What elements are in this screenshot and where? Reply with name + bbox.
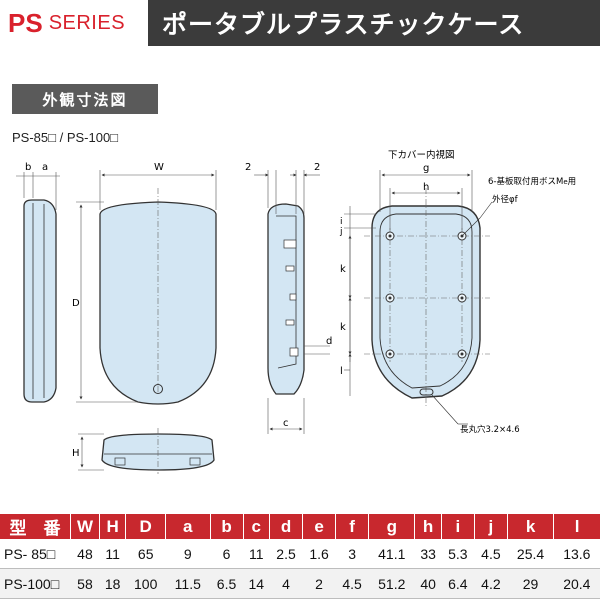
dim-k2-label: k	[340, 322, 346, 333]
table-header-row: 型 番 W H D a b c d e f g h i j k l	[0, 514, 600, 539]
inner-view-title: 下カバー内視図	[388, 149, 455, 161]
table-row: PS- 85□ 48 11 65 9 6 11 2.5 1.6 3 41.1 3…	[0, 539, 600, 569]
cell: 40	[414, 568, 442, 599]
cell: 33	[414, 539, 442, 569]
th-k: k	[507, 514, 555, 539]
th-b: b	[210, 514, 244, 539]
th-w: W	[70, 514, 100, 539]
cell: 29	[507, 568, 554, 599]
cell: 4	[269, 568, 303, 599]
cell: 1.6	[302, 539, 336, 569]
slot-hole	[419, 388, 434, 396]
cell: 51.2	[368, 568, 415, 599]
th-e: e	[302, 514, 337, 539]
slot-note: 長丸穴3.2×4.6	[460, 424, 520, 435]
cell: 48	[70, 539, 100, 569]
cell: 13.6	[553, 539, 600, 569]
section-view: 2 2 d c	[245, 162, 332, 434]
cell-model: PS-100□	[0, 568, 71, 599]
cell: 11	[243, 539, 270, 569]
dim-j-label: j	[339, 227, 343, 237]
cell: 4.2	[474, 568, 508, 599]
th-l: l	[553, 514, 600, 539]
series-badge: PS SERIES	[0, 0, 148, 46]
title-bar: ポータブルプラスチックケース	[148, 0, 600, 46]
th-c: c	[243, 514, 271, 539]
section-label-text: 外観寸法図	[42, 90, 128, 109]
cell: 14	[243, 568, 270, 599]
boss-top-left	[385, 231, 395, 241]
spec-table: 型 番 W H D a b c d e f g h i j k l PS- 85…	[0, 514, 600, 599]
dim-i-label: i	[340, 217, 343, 227]
cell: 41.1	[368, 539, 415, 569]
boss-note: 6-基板取付用ボスMe用	[488, 176, 576, 187]
th-model: 型 番	[0, 514, 71, 539]
cell: 2	[302, 568, 336, 599]
boss-mid-left	[385, 293, 395, 303]
dim-2-right-label: 2	[314, 162, 320, 173]
th-d-small: d	[269, 514, 304, 539]
th-j: j	[474, 514, 508, 539]
boss-mid-right	[457, 293, 467, 303]
th-g: g	[368, 514, 416, 539]
th-a: a	[165, 514, 211, 539]
dim-H-label: H	[72, 448, 80, 459]
front-view: W D	[72, 162, 217, 405]
cell: 58	[70, 568, 100, 599]
series-word: SERIES	[48, 11, 126, 34]
cell: 6	[210, 539, 244, 569]
cell: 20.4	[553, 568, 600, 599]
cell: 65	[125, 539, 166, 569]
cell: 100	[125, 568, 166, 599]
boss-note-subscript: e	[563, 178, 567, 186]
th-h: H	[99, 514, 127, 539]
dim-D-label: D	[72, 298, 80, 309]
dim-c-label: c	[283, 418, 289, 429]
dim-d-label: d	[326, 336, 332, 347]
cell: 3	[335, 539, 369, 569]
models-label: PS-85□ / PS-100□	[12, 130, 119, 145]
cell: 6.5	[210, 568, 244, 599]
page-header: PS SERIES ポータブルプラスチックケース	[0, 0, 600, 46]
dim-a-label: a	[42, 162, 48, 173]
side-view: b a	[16, 162, 60, 403]
dim-g-label: g	[423, 163, 429, 174]
dim-l-label: l	[340, 366, 343, 377]
dim-2-left-label: 2	[245, 162, 251, 173]
inner-view: 下カバー内視図 g h i	[339, 149, 576, 435]
outer-dia-note: 外径φf	[492, 194, 519, 205]
dim-k1-label: k	[340, 264, 346, 275]
bottom-view: H	[72, 428, 215, 474]
cell: 11.5	[165, 568, 211, 599]
cell: 11	[99, 539, 126, 569]
table-row: PS-100□ 58 18 100 11.5 6.5 14 4 2 4.5 51…	[0, 568, 600, 599]
cell: 9	[165, 539, 211, 569]
th-h-small: h	[414, 514, 442, 539]
dim-h-label: h	[423, 182, 429, 193]
cell: 25.4	[507, 539, 554, 569]
boss-bottom-left	[385, 349, 395, 359]
boss-bottom-right	[457, 349, 467, 359]
dim-w-label: W	[154, 162, 164, 173]
cell: 4.5	[474, 539, 508, 569]
cell-model: PS- 85□	[0, 539, 71, 569]
cell: 4.5	[335, 568, 369, 599]
dim-b-label: b	[25, 162, 31, 173]
cell: 18	[99, 568, 126, 599]
th-f: f	[335, 514, 370, 539]
series-prefix: PS	[8, 7, 43, 38]
dimension-drawing: b a W D H	[16, 149, 576, 474]
cell: 5.3	[441, 539, 475, 569]
page-title: ポータブルプラスチックケース	[162, 10, 525, 39]
th-i: i	[441, 514, 475, 539]
th-d: D	[125, 514, 167, 539]
cell: 6.4	[441, 568, 475, 599]
cell: 2.5	[269, 539, 303, 569]
section-label: 外観寸法図	[12, 84, 158, 114]
